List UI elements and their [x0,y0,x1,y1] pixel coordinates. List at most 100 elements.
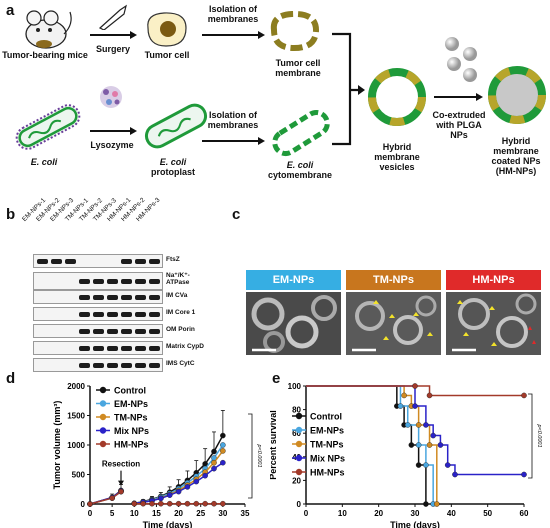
survival-chart: 0102030405060020406080100Time (days)Perc… [270,382,542,528]
wb-band [149,328,160,334]
data-point [521,471,527,478]
data-point [109,495,115,501]
data-point [184,500,191,507]
data-point [193,500,200,507]
panel-label-c: c [232,206,241,223]
wb-band [51,258,62,264]
data-point [220,459,226,466]
data-point [184,484,191,490]
tem-em: EM-NPs [246,270,341,355]
data-point [220,442,226,448]
wb-band [107,311,118,317]
wb-band [135,328,146,334]
data-point [158,500,164,507]
data-point [149,500,155,507]
tumor-membrane-icon [270,10,320,52]
y-tick-label: 500 [72,471,86,480]
data-point [211,465,217,472]
cytomembrane-icon [272,109,330,157]
wb-band [121,362,132,368]
data-point [423,462,429,468]
wb-band [79,345,90,351]
protoplast-label-italic: E. coli [159,157,187,167]
wb-band [135,258,146,264]
wb-band [121,258,132,264]
cytomembrane-label-text: cytomembrane [267,170,333,180]
x-tick-label: 20 [174,509,183,518]
wb-band-row [33,254,163,268]
x-tick-label: 0 [304,509,309,518]
legend-marker [295,454,303,462]
series-line [306,385,524,397]
y-tick-label: 2000 [67,382,85,391]
wb-band [93,294,104,300]
wb-band [135,294,146,300]
wb-marker-label: Matrix CypD [166,343,204,350]
data-point [423,422,429,428]
tumor-mice-label: Tumor-bearing mice [2,50,88,60]
legend-marker [295,468,303,476]
wb-band [149,345,160,351]
legend-label: Control [114,386,146,396]
legend-label: TM-NPs [310,440,344,450]
arrow-isolation-top [202,31,265,39]
wb-band-row [33,324,163,338]
cytomembrane-label: E. coli cytomembrane [262,160,338,180]
x-tick-label: 10 [338,509,347,518]
wb-band [107,294,118,300]
wb-marker-label: Na⁺/K⁺-ATPase [166,272,190,286]
y-axis-label: Percent survival [270,410,278,480]
x-tick-label: 0 [88,509,93,518]
data-point [202,472,208,479]
cytomembrane-label-italic: E. coli [286,160,314,170]
legend-label: EM-NPs [310,426,344,436]
data-point [158,495,164,502]
lysozyme-label: Lysozyme [90,140,134,150]
legend-label: Control [310,412,342,422]
wb-band [135,278,146,284]
mouse-icon [25,10,72,49]
wb-band [149,362,160,368]
data-point [220,432,226,439]
x-tick-label: 25 [196,509,205,518]
legend-label: Mix NPs [310,454,345,464]
wb-band [121,345,132,351]
wb-band [79,278,90,284]
wb-band [79,294,90,300]
wb-band [135,362,146,368]
legend-marker [295,440,303,448]
wb-band [149,294,160,300]
tumor-cell-icon [147,12,187,47]
wb-band-row [33,272,163,290]
x-tick-label: 5 [110,509,115,518]
isolation-bottom-label: Isolation of membranes [207,110,259,130]
wb-marker-label: FtsZ [166,256,180,263]
wb-band [79,362,90,368]
hm-np-icon [488,66,546,124]
wb-band-row [33,341,163,355]
panel-label-b: b [6,206,16,223]
isolation-top-label: Isolation of membranes [207,4,259,24]
data-point [211,459,217,466]
wb-band [65,258,76,264]
wb-marker-label: IM CVa [166,292,188,299]
wb-band [149,311,160,317]
legend-label: TM-NPs [114,413,148,423]
tem-tm-header: TM-NPs [346,270,441,290]
arrow-lysozyme [90,127,137,135]
tumor-membrane-label: Tumor cell membrane [275,58,321,78]
y-tick-label: 1500 [67,412,85,421]
coextruded-label: Co-extruded with PLGA NPs [432,110,486,140]
x-tick-label: 10 [130,509,139,518]
data-point [220,500,226,507]
y-tick-label: 20 [292,476,301,485]
wb-band [93,345,104,351]
wb-band [107,345,118,351]
wb-band [121,294,132,300]
panel-label-a: a [6,2,15,19]
legend-marker [99,440,107,448]
tem-tm: TM-NPs [346,270,441,355]
data-point [211,448,217,455]
data-point [408,442,415,448]
data-point [415,422,422,428]
